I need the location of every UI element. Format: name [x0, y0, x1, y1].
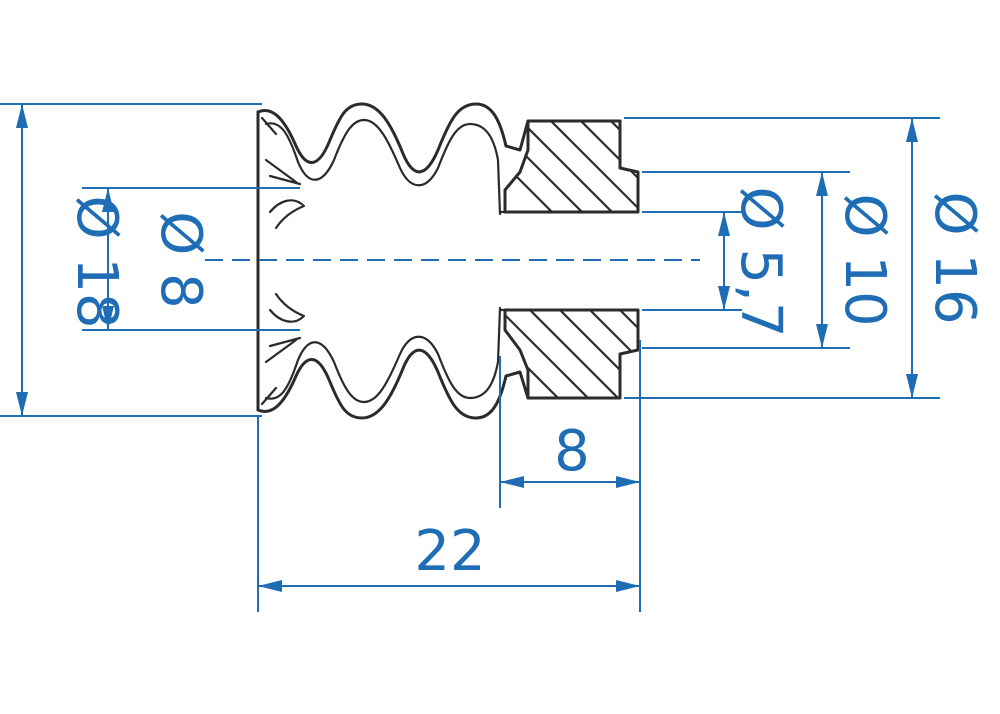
- dimension-total-length: 22: [257, 416, 640, 612]
- dimension-collar-length: 8: [499, 340, 641, 612]
- dimension-outer-diameter: Ø 18: [0, 103, 262, 417]
- dimension-label-neck-diameter: Ø 10: [832, 193, 897, 326]
- dimension-collar-diameter: Ø 16: [624, 117, 987, 399]
- dimension-neck-diameter: Ø 10: [642, 171, 897, 349]
- collar-section: [503, 119, 640, 400]
- dimension-label-hole-diameter: Ø 5,7: [728, 187, 793, 338]
- dimension-label-collar-length: 8: [554, 419, 590, 484]
- dimension-hole-diameter: Ø 5,7: [642, 187, 793, 338]
- dimension-label-outer-diameter: Ø 18: [64, 195, 129, 328]
- dimension-label-collar-diameter: Ø 16: [922, 191, 987, 324]
- dimension-label-total-length: 22: [414, 519, 485, 584]
- dimension-label-inner-diameter: Ø 8: [148, 211, 213, 309]
- dimension-inner-diameter: Ø 8: [82, 187, 300, 331]
